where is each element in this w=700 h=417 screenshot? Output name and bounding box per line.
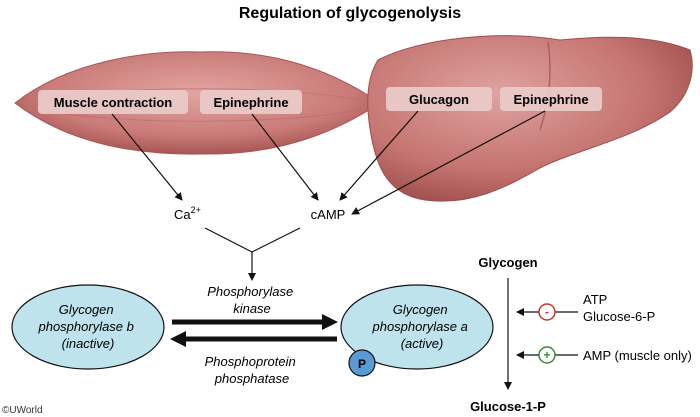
- activator-amp: AMP (muscle only): [583, 348, 692, 363]
- muscle-contraction-label-box: [38, 90, 188, 114]
- muscle-contraction-label: Muscle contraction: [54, 95, 173, 110]
- muscle-epinephrine-label-box: [200, 90, 302, 114]
- phosphorylase-b-line1: Glycogen: [59, 302, 114, 317]
- phosphorylase-b-ellipse: [11, 284, 165, 370]
- arrow-a-to-b-head: [170, 331, 186, 347]
- phosphorylase-b-label: Glycogen phosphorylase b (inactive): [37, 302, 137, 351]
- camp-label: cAMP: [311, 207, 346, 222]
- phosphatase-label-line2: phosphatase: [214, 371, 289, 386]
- calcium-converge-line: [204, 227, 253, 253]
- glucose-1-p-label: Glucose-1-P: [470, 399, 546, 414]
- calcium-charge: 2+: [191, 205, 201, 215]
- glucagon-label: Glucagon: [409, 92, 469, 107]
- inhibitor-glucose-6-p: Glucose-6-P: [583, 309, 655, 324]
- arrow-muscle-epinephrine-to-camp: [251, 113, 319, 201]
- inhibit-sign-ring: [538, 303, 556, 321]
- arrow-b-to-a-head: [322, 314, 338, 330]
- phosphorylase-a-ellipse: [340, 284, 494, 370]
- glucagon-label-box: [386, 87, 492, 111]
- phosphate-badge-label: P: [358, 357, 366, 371]
- arrow-glucagon-to-camp: [339, 110, 419, 201]
- glycogen-label: Glycogen: [478, 255, 537, 270]
- calcium-label: Ca2+: [174, 205, 201, 222]
- inhibit-sign: -: [545, 305, 549, 319]
- credit-label: ©UWorld: [2, 405, 43, 416]
- phosphorylase-a-line2: phosphorylase a: [371, 319, 467, 334]
- phosphorylase-b-line3: (inactive): [62, 336, 115, 351]
- camp-converge-line: [251, 227, 301, 253]
- activate-sign: +: [543, 348, 550, 362]
- phosphorylase-b-line2: phosphorylase b: [37, 319, 133, 334]
- muscle-epinephrine-label: Epinephrine: [213, 95, 288, 110]
- kinase-label-line2: kinase: [233, 301, 271, 316]
- diagram-title: Regulation of glycogenolysis: [239, 5, 461, 22]
- activate-sign-ring: [538, 346, 556, 364]
- inhibitor-list: ATP Glucose-6-P: [583, 292, 655, 324]
- phosphorylase-a-line1: Glycogen: [393, 302, 448, 317]
- phosphorylase-a-line3: (active): [401, 336, 444, 351]
- phosphatase-label-line1: Phosphoprotein: [205, 354, 296, 369]
- arrow-liver-epinephrine-to-camp: [351, 110, 546, 215]
- liver-epinephrine-label-box: [500, 87, 602, 111]
- kinase-label-line1: Phosphorylase: [207, 284, 293, 299]
- phosphate-badge: [348, 349, 376, 377]
- inhibitor-atp: ATP: [583, 292, 607, 307]
- liver-epinephrine-label: Epinephrine: [513, 92, 588, 107]
- phosphatase-label: Phosphoprotein phosphatase: [205, 354, 300, 386]
- kinase-label: Phosphorylase kinase: [207, 284, 297, 316]
- calcium-symbol: Ca: [174, 207, 191, 222]
- arrow-contraction-to-calcium: [111, 113, 183, 201]
- phosphorylase-a-label: Glycogen phosphorylase a (active): [371, 302, 471, 351]
